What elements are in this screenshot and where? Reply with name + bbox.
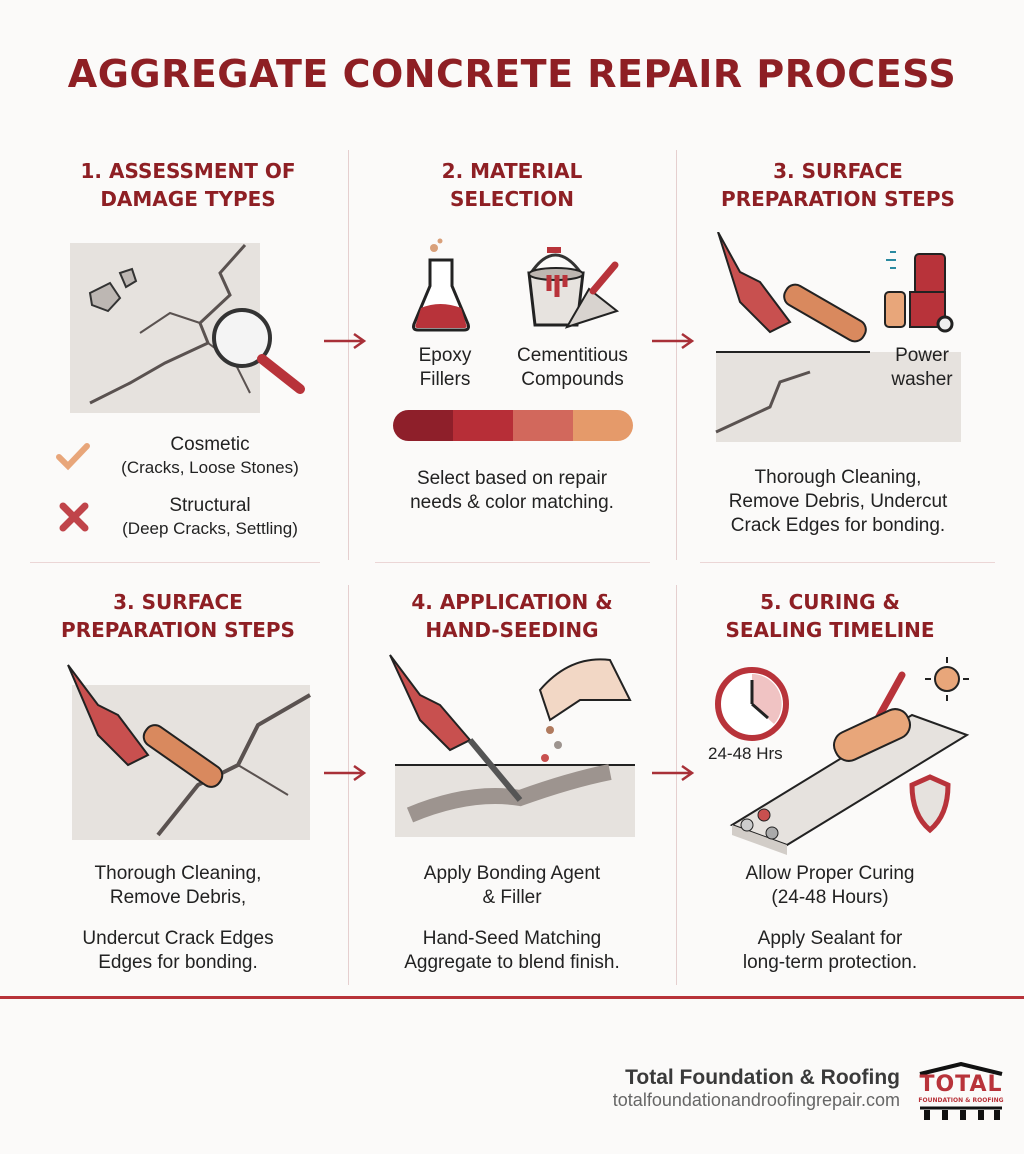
bucket-trowel-icon (527, 247, 620, 329)
panel-curing-sealing: 5. CURING &SEALING TIMELINE (680, 588, 980, 644)
divider (375, 562, 650, 563)
color-swatch (513, 410, 573, 441)
brush-crack-illustration (67, 664, 311, 840)
arrow-right-icon (324, 764, 367, 782)
roof-icon (919, 1061, 1003, 1120)
arrow-right-icon (324, 332, 367, 350)
company-url[interactable]: totalfoundationandroofingrepair.com (612, 1090, 900, 1110)
surface-prep-caption-1: Thorough Cleaning,Remove Debris, (94, 863, 262, 908)
check-icon (56, 443, 90, 471)
flask-icon (412, 238, 470, 332)
divider (348, 150, 349, 560)
arrow-right-icon (652, 764, 695, 782)
brand-block: Total Foundation & Roofing totalfoundati… (613, 1066, 900, 1111)
cracked-concrete-magnifier-illustration (70, 243, 305, 413)
panel-title: 4. APPLICATION &HAND-SEEDING (411, 590, 613, 642)
logo-wordmark: TOTAL (919, 1072, 1003, 1097)
sealant-roller-illustration (729, 657, 970, 855)
divider (676, 150, 677, 560)
divider (676, 585, 677, 985)
x-icon (59, 502, 89, 532)
clock-label: 24-48 Hrs (708, 744, 783, 763)
color-swatch-bar (393, 410, 633, 441)
divider (700, 562, 995, 563)
color-swatch (453, 410, 513, 441)
clock-icon (715, 667, 789, 741)
application-seeding-illustration (389, 654, 635, 837)
company-logo: TOTAL FOUNDATION & ROOFING (918, 1061, 1004, 1122)
divider (348, 585, 349, 985)
application-caption-1: Apply Bonding Agent& Filler (423, 863, 601, 908)
curing-caption-1: Allow Proper Curing(24-48 Hours) (745, 863, 915, 908)
surface-prep-caption: Thorough Cleaning,Remove Debris, Undercu… (728, 467, 948, 536)
color-swatch (393, 410, 453, 441)
page-title: AGGREGATE CONCRETE REPAIR PROCESS (67, 52, 957, 96)
panel-title: 5. CURING &SEALING TIMELINE (725, 590, 935, 642)
brush-cleaning-illustration (715, 232, 961, 442)
panel-application: 4. APPLICATION &HAND-SEEDING (362, 588, 662, 644)
color-swatch (573, 410, 633, 441)
arrow-right-icon (652, 332, 695, 350)
divider (30, 562, 320, 563)
logo-subtitle: FOUNDATION & ROOFING (918, 1097, 1004, 1104)
company-name: Total Foundation & Roofing (625, 1066, 900, 1089)
footer-divider (0, 996, 1024, 999)
